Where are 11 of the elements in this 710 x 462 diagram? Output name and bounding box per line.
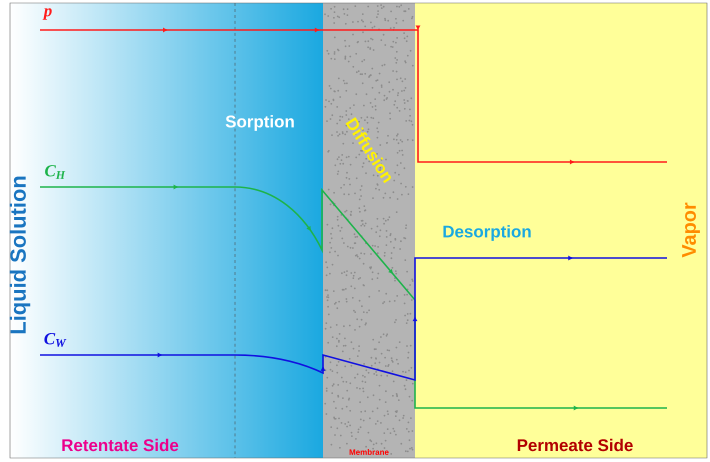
side-title: Vapor: [682, 202, 700, 258]
permeate-region: [415, 3, 707, 458]
side-label: Permeate Side: [518, 438, 633, 452]
side-title: Liquid Solution: [10, 176, 30, 334]
side-label: Retentate Side: [62, 438, 178, 452]
process-label: Sorption: [226, 115, 294, 131]
curve-label: C$_{W}$: [44, 333, 66, 347]
membrane-region: [323, 3, 415, 458]
process-label: Desorption: [443, 225, 531, 241]
curve-label: C$_{H}$: [45, 165, 66, 179]
curve-label: p: [42, 8, 52, 20]
